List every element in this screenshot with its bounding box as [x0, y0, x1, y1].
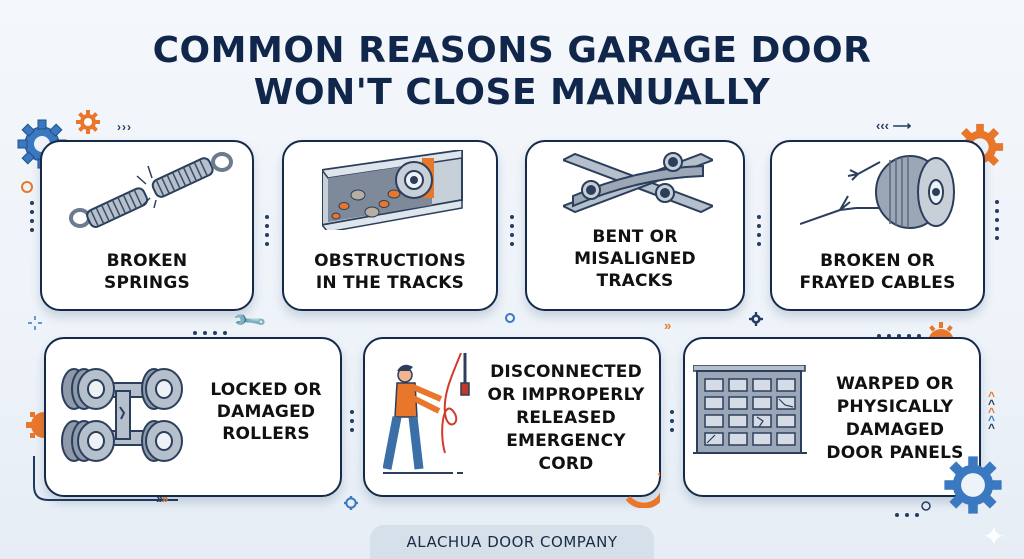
gear-icon — [749, 312, 763, 326]
card-label: BROKEN SPRINGS — [104, 251, 190, 293]
page-title: COMMON REASONS GARAGE DOOR WON'T CLOSE M… — [0, 30, 1024, 114]
card-frayed-cables: BROKEN OR FRAYED CABLES — [770, 140, 985, 311]
sparkle-icon — [28, 316, 42, 330]
dots-divider — [995, 195, 999, 245]
dots-divider — [874, 325, 924, 343]
dots-divider — [670, 405, 674, 437]
card-label: WARPED OR PHYSICALLY DAMAGED DOOR PANELS — [826, 374, 964, 463]
damaged-rollers-icon — [61, 368, 183, 462]
circle-icon — [921, 501, 931, 511]
obstructed-track-icon — [322, 150, 463, 230]
frayed-cable-spool-icon — [800, 155, 955, 229]
dots-divider — [757, 210, 761, 251]
card-bent-tracks: BENT OR MISALIGNED TRACKS — [525, 140, 745, 311]
half-circle-decoration — [625, 472, 660, 508]
circle-icon — [505, 313, 515, 323]
arrow-icon: ‹‹‹ ⟶ — [876, 118, 912, 133]
dots-divider — [265, 210, 269, 251]
bracket-line — [33, 456, 178, 501]
chevron-arrows-icon: ››› — [117, 120, 132, 134]
card-label: LOCKED OR DAMAGED ROLLERS — [210, 380, 322, 444]
dots-divider — [30, 196, 34, 237]
dots-divider — [190, 322, 230, 340]
card-broken-springs: BROKEN SPRINGS — [40, 140, 254, 311]
chevron-arrows-icon: ›››› — [156, 490, 169, 506]
title-line-2: WON'T CLOSE MANUALLY — [253, 72, 771, 113]
card-label: OBSTRUCTIONS IN THE TRACKS — [314, 251, 466, 293]
company-footer: ALACHUA DOOR COMPANY — [370, 525, 654, 559]
circle-icon — [21, 181, 33, 193]
person-pulling-cord-icon — [383, 353, 470, 474]
card-label: BROKEN OR FRAYED CABLES — [799, 251, 956, 293]
card-damaged-panels: WARPED OR PHYSICALLY DAMAGED DOOR PANELS — [683, 337, 981, 497]
gear-icon — [944, 456, 1002, 514]
bent-track-icon — [563, 152, 713, 214]
chevron-arrows-icon: » — [664, 318, 672, 333]
gear-icon — [344, 496, 358, 510]
card-label: BENT OR MISALIGNED TRACKS — [574, 227, 696, 291]
dots-divider — [510, 210, 514, 251]
card-label: DISCONNECTED OR IMPROPERLY RELEASED EMER… — [487, 362, 645, 474]
broken-spring-icon — [69, 152, 233, 228]
card-emergency-cord: DISCONNECTED OR IMPROPERLY RELEASED EMER… — [363, 337, 661, 497]
damaged-garage-door-icon — [693, 365, 807, 454]
dots-divider — [892, 504, 922, 522]
sparkle-icon: ✦ — [982, 521, 1006, 552]
gear-icon — [26, 412, 44, 438]
card-obstructions: OBSTRUCTIONS IN THE TRACKS — [282, 140, 498, 311]
dots-divider — [350, 405, 354, 437]
card-damaged-rollers: LOCKED OR DAMAGED ROLLERS — [44, 337, 342, 497]
title-line-1: COMMON REASONS GARAGE DOOR — [152, 30, 872, 71]
gear-icon — [76, 110, 100, 134]
chevron-up-icon: ^^^^^ — [988, 389, 996, 435]
